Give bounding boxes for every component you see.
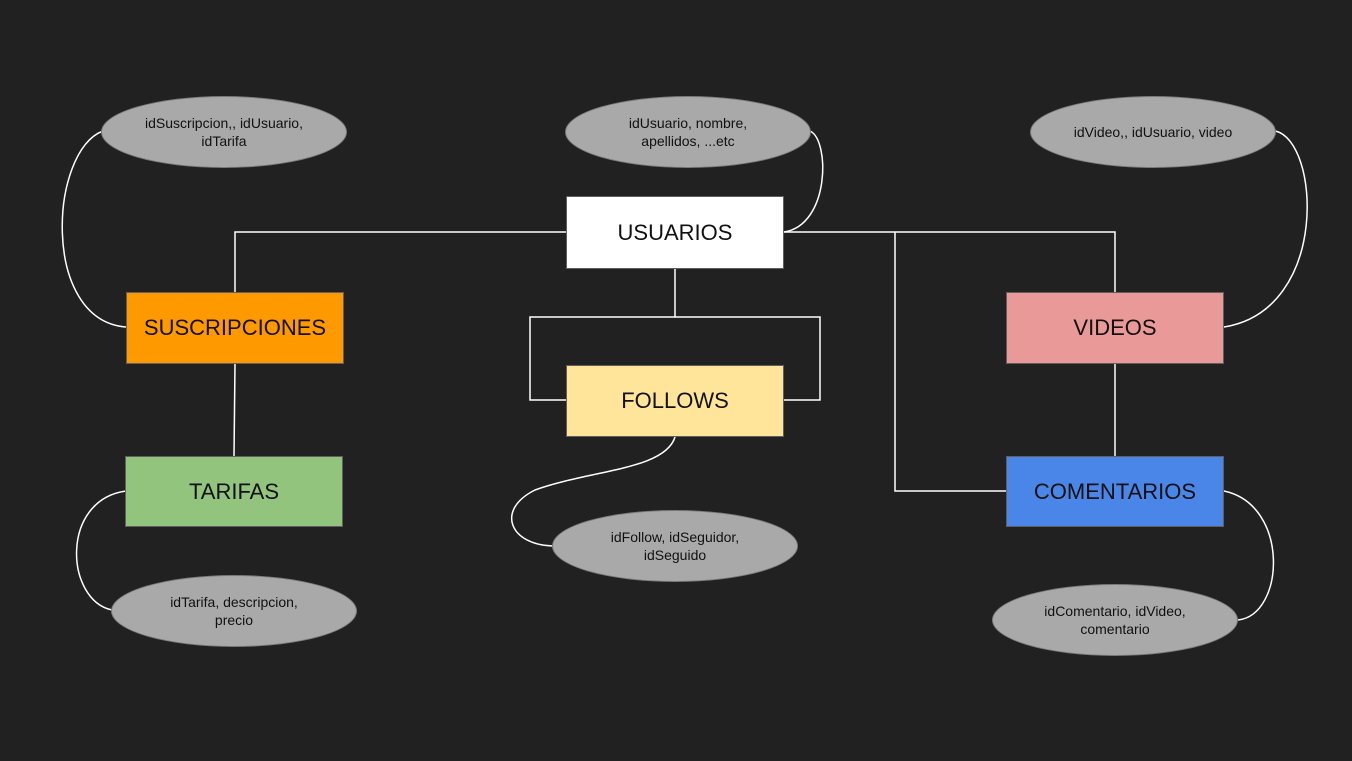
- entity-follows-label: FOLLOWS: [621, 388, 729, 413]
- connector-follows-usuarios: [675, 316, 821, 401]
- attributes-suscripciones-text: idSuscripcion,, idUsuario, idTarifa: [145, 115, 303, 149]
- entity-tarifas-label: TARIFAS: [188, 478, 280, 504]
- attr-curve-comentarios: [1223, 490, 1275, 621]
- attr-curve-tarifas: [75, 490, 127, 611]
- connector-usuarios-videos: [784, 231, 1116, 292]
- entity-usuarios-label: USUARIOS: [617, 219, 733, 245]
- attributes-videos[interactable]: idVideo,, idUsuario, video: [1030, 96, 1276, 168]
- attr-curve-videos: [1223, 130, 1308, 328]
- connector-usuarios-comentarios: [894, 232, 1006, 492]
- entity-tarifas[interactable]: TARIFAS: [125, 456, 343, 527]
- connector-usuarios-suscripciones: [234, 231, 566, 292]
- connector-usuarios-follows: [529, 269, 676, 401]
- attributes-follows[interactable]: idFollow, idSeguidor, idSeguido: [552, 510, 798, 582]
- attributes-comentarios[interactable]: idComentario, idVideo, comentario: [992, 584, 1238, 656]
- entity-comentarios[interactable]: COMENTARIOS: [1006, 456, 1224, 527]
- attributes-tarifas[interactable]: idTarifa, descripcion, precio: [111, 575, 357, 647]
- entity-usuarios[interactable]: USUARIOS: [566, 196, 784, 269]
- entity-videos-label: VIDEOS: [1073, 315, 1157, 340]
- attributes-follows-text: idFollow, idSeguidor, idSeguido: [610, 529, 740, 563]
- attributes-videos-text: idVideo,, idUsuario, video: [1073, 124, 1233, 140]
- attr-curve-suscripciones: [61, 130, 127, 328]
- attr-curve-follows: [510, 436, 676, 547]
- entity-follows[interactable]: FOLLOWS: [566, 365, 784, 437]
- attributes-usuarios[interactable]: idUsuario, nombre, apellidos, ...etc: [565, 96, 811, 168]
- entity-suscripciones-label: SUSCRIPCIONES: [143, 315, 327, 340]
- entity-comentarios-label: COMENTARIOS: [1033, 478, 1197, 504]
- attributes-usuarios-text: idUsuario, nombre, apellidos, ...etc: [628, 115, 748, 149]
- connector-suscripciones-tarifas: [233, 363, 236, 457]
- attributes-comentarios-text: idComentario, idVideo, comentario: [1044, 603, 1186, 637]
- attr-curve-usuarios: [783, 130, 824, 233]
- entity-videos[interactable]: VIDEOS: [1006, 292, 1224, 364]
- attributes-suscripciones[interactable]: idSuscripcion,, idUsuario, idTarifa: [101, 96, 347, 168]
- entity-suscripciones[interactable]: SUSCRIPCIONES: [126, 292, 344, 364]
- attributes-tarifas-text: idTarifa, descripcion, precio: [170, 594, 298, 628]
